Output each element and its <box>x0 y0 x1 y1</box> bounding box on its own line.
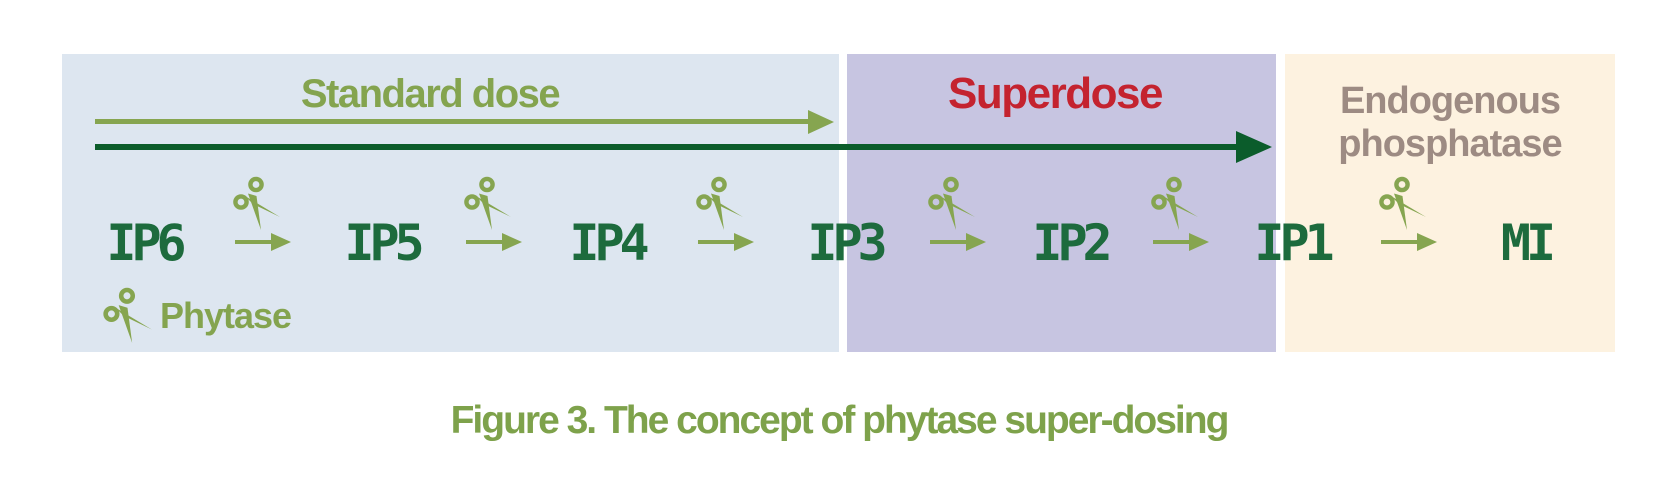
step-arrowhead <box>502 233 522 251</box>
cleavage-step-6 <box>1377 176 1441 256</box>
standard-dose-arrowhead <box>808 110 834 134</box>
scissors-icon <box>103 287 152 343</box>
phytase-label: Phytase <box>160 295 292 336</box>
compound-mi: MI <box>1500 214 1556 272</box>
compound-ip1: IP1 <box>1254 214 1334 272</box>
step-arrowhead <box>734 233 754 251</box>
scissors-icon <box>696 176 743 230</box>
figure-caption: Figure 3. The concept of phytase super-d… <box>450 399 1230 442</box>
endogenous-phosphatase-label: Endogenous phosphatase <box>1338 80 1562 165</box>
compound-ip4: IP4 <box>569 214 649 272</box>
superdose-arrowhead <box>1236 131 1272 163</box>
step-arrowhead <box>966 233 986 251</box>
standard-dose-label: Standard dose <box>300 72 561 116</box>
scissors-icon <box>928 176 975 230</box>
step-arrow-shaft <box>930 240 966 244</box>
zone-superdose <box>847 54 1276 352</box>
cleavage-step-5 <box>1149 176 1213 256</box>
standard-dose-arrow-shaft <box>95 119 808 124</box>
step-arrow-shaft <box>466 240 502 244</box>
step-arrowhead <box>1417 233 1437 251</box>
scissors-icon <box>1151 176 1198 230</box>
step-arrowhead <box>1189 233 1209 251</box>
superdose-label: Superdose <box>948 69 1163 118</box>
compound-ip3: IP3 <box>807 214 887 272</box>
zone-endogenous-phosphatase <box>1285 54 1615 352</box>
scissors-icon <box>233 176 280 230</box>
step-arrow-shaft <box>1381 240 1417 244</box>
scissors-icon <box>1379 176 1426 230</box>
cleavage-step-3 <box>694 176 758 256</box>
step-arrow-shaft <box>1153 240 1189 244</box>
compound-ip6: IP6 <box>106 214 186 272</box>
compound-ip2: IP2 <box>1032 214 1112 272</box>
step-arrow-shaft <box>235 240 271 244</box>
scissors-icon <box>464 176 511 230</box>
superdose-arrow-shaft <box>95 144 1236 150</box>
cleavage-step-2 <box>462 176 526 256</box>
cleavage-step-1 <box>231 176 295 256</box>
step-arrow-shaft <box>698 240 734 244</box>
compound-ip5: IP5 <box>344 214 424 272</box>
step-arrowhead <box>271 233 291 251</box>
cleavage-step-4 <box>926 176 990 256</box>
